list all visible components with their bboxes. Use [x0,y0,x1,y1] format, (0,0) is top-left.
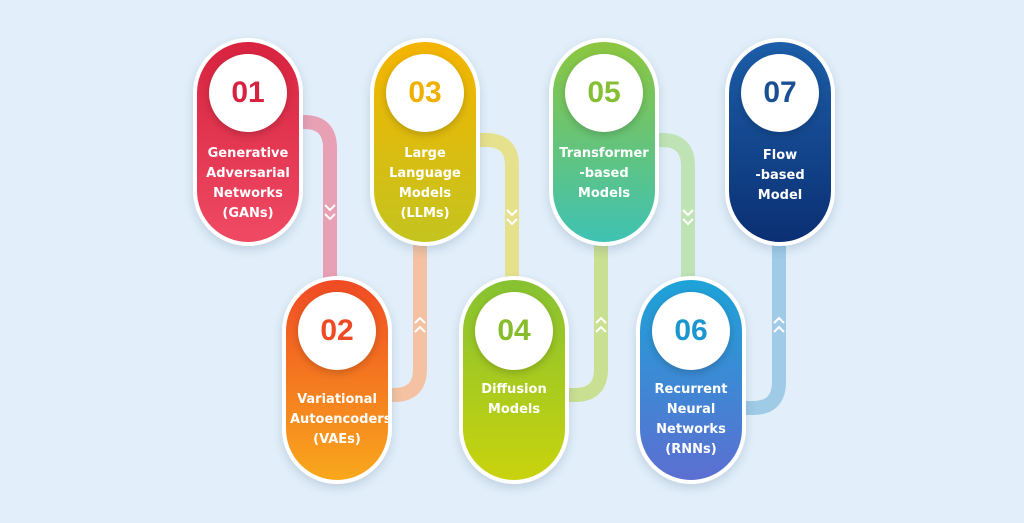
step-number-badge: 01 [209,54,287,132]
step-number: 04 [497,314,531,347]
connector-arrow-icon [773,316,785,324]
connector-arrow-icon [682,218,694,226]
step-number: 06 [674,314,708,347]
connector-5 [651,133,695,282]
connector-4 [561,240,608,402]
step-number-badge: 06 [652,292,730,370]
connector-arrow-icon [595,316,607,324]
connector-1 [295,115,337,282]
step-number-badge: 05 [565,54,643,132]
connector-2 [372,240,427,402]
step-card-02: 02 Variational Autoencoders (VAEs) [282,276,392,484]
step-label: Transformer -based Models [559,146,649,201]
connector-6 [738,240,786,415]
connector-arrow-icon [414,325,426,333]
step-number-badge: 03 [386,54,464,132]
step-label: Flow -based Model [755,148,805,203]
step-number-badge: 02 [298,292,376,370]
connector-arrow-icon [506,209,518,217]
step-card-04: 04 Diffusion Models [459,276,569,484]
connector-3 [474,133,519,282]
step-card-06: 06 Recurrent Neural Networks (RNNs) [636,276,746,484]
step-label: Generative Adversarial Networks (GANs) [206,146,290,221]
connector-arrow-icon [506,218,518,226]
step-label: Variational Autoencoders (VAEs) [290,392,392,447]
connector-arrow-icon [324,213,336,221]
step-card-07: 07 Flow -based Model [725,38,835,246]
step-number: 07 [763,76,797,109]
connector-arrow-icon [324,204,336,212]
connector-arrow-icon [682,209,694,217]
step-number: 05 [587,76,621,109]
step-label: Recurrent Neural Networks (RNNs) [654,382,728,457]
step-label: Large Language Models (LLMs) [389,146,461,221]
connector-arrow-icon [595,325,607,333]
connector-arrow-icon [414,316,426,324]
step-number: 02 [320,314,354,347]
step-label: Diffusion Models [481,382,547,417]
step-card-03: 03 Large Language Models (LLMs) [370,38,480,246]
step-card-05: 05 Transformer -based Models [549,38,659,246]
step-number-badge: 07 [741,54,819,132]
connector-arrow-icon [773,325,785,333]
step-number: 01 [231,76,265,109]
step-card-01: 01 Generative Adversarial Networks (GANs… [193,38,303,246]
step-number-badge: 04 [475,292,553,370]
step-number: 03 [408,76,442,109]
